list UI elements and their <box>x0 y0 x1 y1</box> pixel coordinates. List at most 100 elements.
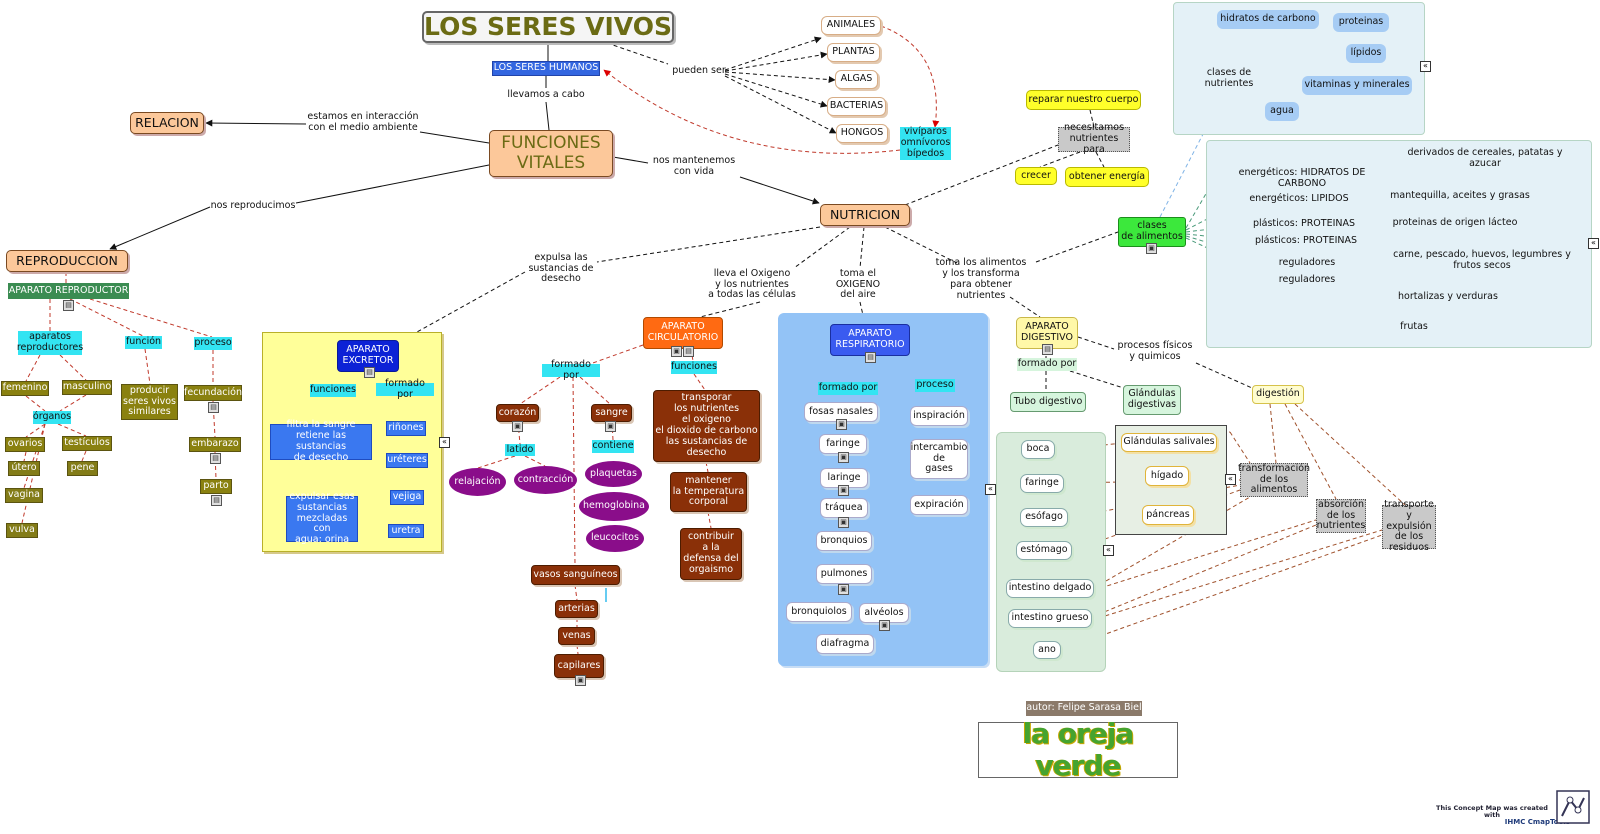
masculino-node[interactable]: masculino <box>62 380 112 395</box>
digestion-node[interactable]: digestión <box>1252 385 1304 404</box>
crecer-node[interactable]: crecer <box>1015 167 1057 185</box>
image-icon[interactable]: ▣ <box>879 620 890 631</box>
resource-icon[interactable]: ▤ <box>211 495 222 506</box>
image-icon[interactable]: ▣ <box>605 421 616 432</box>
reproduccion-node[interactable]: REPRODUCCION <box>6 250 128 272</box>
vulva-node[interactable]: vulva <box>6 523 38 538</box>
reparar-node[interactable]: reparar nuestro cuerpo <box>1026 90 1141 110</box>
uretra-node[interactable]: uretra <box>388 524 424 538</box>
vitaminas-minerales-node[interactable]: vitaminas y minerales <box>1302 76 1412 95</box>
resource-icon[interactable]: ▤ <box>683 346 694 357</box>
esofago-node[interactable]: esófago <box>1020 508 1068 527</box>
inspiracion-node[interactable]: inspiración <box>910 406 968 426</box>
resource-icon[interactable]: ▤ <box>63 300 74 311</box>
clases-alimentos-node[interactable]: clases de alimentos <box>1118 217 1186 247</box>
aparato-circulatorio-node[interactable]: APARATO CIRCULATORIO <box>643 317 723 349</box>
ureteres-node[interactable]: uréteres <box>386 453 428 468</box>
image-icon[interactable]: ▣ <box>838 452 849 463</box>
image-icon[interactable]: ▣ <box>671 346 682 357</box>
transportar-node[interactable]: transporar los nutrientes el oxigeno el … <box>653 390 760 462</box>
higado-node[interactable]: hígado <box>1145 466 1189 486</box>
venas-node[interactable]: venas <box>558 627 595 645</box>
image-icon[interactable]: ▣ <box>838 485 849 496</box>
image-icon[interactable]: ▣ <box>512 421 523 432</box>
collapse-toggle[interactable]: « <box>1420 61 1431 72</box>
filtra-node[interactable]: filtra la sangre retiene las sustancias … <box>270 419 372 463</box>
fecundacion-node[interactable]: fecundación <box>184 385 242 401</box>
expulsar-node[interactable]: expulsar esas sustancias mezcladas con a… <box>286 491 358 545</box>
hongos-node[interactable]: HONGOS <box>836 124 888 143</box>
bronquiolos-node[interactable]: bronquiolos <box>786 602 852 622</box>
intestino-grueso-node[interactable]: intestino grueso <box>1008 609 1092 628</box>
parto-node[interactable]: parto <box>200 479 232 494</box>
bronquios-node[interactable]: bronquios <box>816 531 872 551</box>
expiracion-node[interactable]: expiración <box>910 495 968 515</box>
nutricion-node[interactable]: NUTRICION <box>820 204 910 226</box>
embarazo-node[interactable]: embarazo <box>189 437 241 452</box>
proteinas-lacteo-node[interactable]: proteinas de origen lácteo <box>1392 216 1518 228</box>
aparato-respiratorio-node[interactable]: APARATO RESPIRATORIO <box>830 324 910 356</box>
collapse-toggle[interactable]: « <box>1588 238 1599 249</box>
carne-pescado-node[interactable]: carne, pescado, huevos, legumbres y frut… <box>1393 249 1571 271</box>
relajacion-node[interactable]: relajación <box>449 468 506 496</box>
bacterias-node[interactable]: BACTERIAS <box>827 97 886 116</box>
tubo-digestivo-node[interactable]: Tubo digestivo <box>1010 392 1086 412</box>
rinones-node[interactable]: riñones <box>386 421 426 436</box>
mantener-temperatura-node[interactable]: mantener la temperatura corporal <box>670 472 747 512</box>
pancreas-node[interactable]: páncreas <box>1142 505 1194 525</box>
faringe-digestivo-node[interactable]: faringe <box>1020 474 1064 493</box>
intercambio-node[interactable]: intercambio de gases <box>910 439 968 479</box>
resource-icon[interactable]: ▤ <box>364 367 375 378</box>
plaquetas-node[interactable]: plaquetas <box>585 461 642 487</box>
hortalizas-node[interactable]: hortalizas y verduras <box>1398 290 1498 302</box>
pulmones-node[interactable]: pulmones <box>816 564 872 584</box>
sangre-node[interactable]: sangre <box>591 404 632 422</box>
vejiga-node[interactable]: vejiga <box>390 490 424 505</box>
utero-node[interactable]: útero <box>8 461 40 476</box>
pene-node[interactable]: pene <box>67 461 98 476</box>
image-icon[interactable]: ▣ <box>1146 243 1157 254</box>
femenino-node[interactable]: femenino <box>1 381 49 396</box>
hidratos-carbono-node[interactable]: hidratos de carbono <box>1217 10 1319 29</box>
aparato-digestivo-node[interactable]: APARATO DIGESTIVO <box>1016 317 1078 349</box>
traquea-node[interactable]: tráquea <box>820 498 868 518</box>
seres-humanos-node[interactable]: LOS SERES HUMANOS <box>492 61 600 76</box>
resource-icon[interactable]: ▤ <box>865 352 876 363</box>
contraccion-node[interactable]: contracción <box>514 466 577 494</box>
diafragma-node[interactable]: diafragma <box>816 634 874 654</box>
animales-node[interactable]: ANIMALES <box>821 16 881 35</box>
arterias-node[interactable]: arterias <box>555 600 598 618</box>
relacion-node[interactable]: RELACION <box>130 112 204 134</box>
collapse-toggle[interactable]: « <box>985 484 996 495</box>
glandulas-salivales-node[interactable]: Glándulas salivales <box>1121 433 1217 452</box>
proteinas-node[interactable]: proteinas <box>1333 13 1389 32</box>
testiculos-node[interactable]: testículos <box>62 436 112 451</box>
vasos-sanguineos-node[interactable]: vasos sanguíneos <box>531 565 620 585</box>
collapse-toggle[interactable]: « <box>1103 545 1114 556</box>
corazon-node[interactable]: corazón <box>496 404 539 422</box>
funciones-vitales-node[interactable]: FUNCIONES VITALES <box>489 130 613 177</box>
obtener-energia-node[interactable]: obtener energía <box>1065 167 1149 187</box>
vagina-node[interactable]: vagina <box>5 488 43 503</box>
leucocitos-node[interactable]: leucocitos <box>586 525 644 552</box>
derivados-cereales-node[interactable]: derivados de cereales, patatas y azucar <box>1407 147 1563 169</box>
resource-icon[interactable]: ▤ <box>210 453 221 464</box>
ovarios-node[interactable]: ovarios <box>5 437 45 452</box>
agua-node[interactable]: agua <box>1265 102 1299 121</box>
image-icon[interactable]: ▣ <box>836 419 847 430</box>
frutas-node[interactable]: frutas <box>1400 320 1428 332</box>
producir-node[interactable]: producir seres vivos similares <box>121 384 178 420</box>
hemoglobina-node[interactable]: hemoglobina <box>579 492 649 521</box>
algas-node[interactable]: ALGAS <box>835 70 878 89</box>
boca-node[interactable]: boca <box>1021 440 1055 459</box>
estomago-node[interactable]: estómago <box>1016 541 1072 560</box>
capilares-node[interactable]: capilares <box>554 654 604 678</box>
viviparos-node[interactable]: vivíparos omnívoros bípedos <box>900 126 951 160</box>
collapse-toggle[interactable]: « <box>439 437 450 448</box>
faringe-respiratorio-node[interactable]: faringe <box>819 434 867 454</box>
collapse-toggle[interactable]: « <box>1225 474 1236 485</box>
image-icon[interactable]: ▣ <box>575 675 586 686</box>
ano-node[interactable]: ano <box>1033 641 1061 659</box>
plantas-node[interactable]: PLANTAS <box>827 43 880 62</box>
intestino-delgado-node[interactable]: intestino delgado <box>1006 579 1094 598</box>
